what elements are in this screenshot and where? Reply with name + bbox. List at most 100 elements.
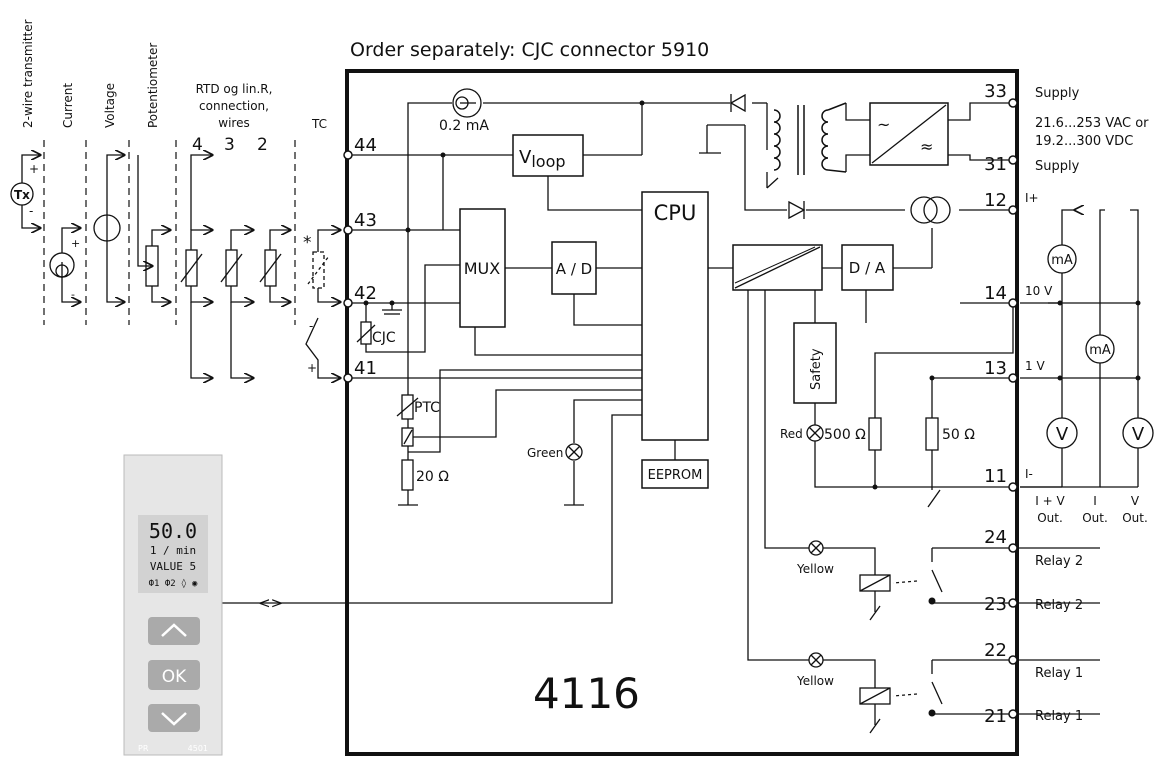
display-footer-right: 4501 (188, 744, 208, 753)
label-potentiometer: Potentiometer (146, 43, 160, 128)
supply-bottom-label: Supply (1035, 159, 1080, 174)
label-rtd-line3: wires (218, 116, 249, 130)
cpu-block (641, 191, 709, 441)
terminal-31-label: 31 (984, 154, 1007, 175)
yellow-led-relay1-label: Yellow (796, 674, 834, 688)
label-tc: TC (311, 117, 327, 131)
supply-range-dc: 19.2...300 VDC (1035, 134, 1133, 149)
r50-label: 50 Ω (942, 427, 975, 443)
safety-label: Safety (809, 348, 824, 390)
relay1-label-a: Relay 1 (1035, 666, 1083, 681)
vloop-block (512, 134, 584, 177)
output-1v: 1 V (1025, 359, 1045, 373)
terminal-12-label: 12 (984, 190, 1007, 211)
output-10v: 10 V (1025, 284, 1053, 298)
cjc-label: CJC (372, 330, 396, 346)
red-led-label: Red (780, 427, 803, 441)
terminal-42 (343, 298, 353, 308)
ok-button-label: OK (162, 667, 187, 687)
chevron-up-icon (161, 623, 187, 637)
terminal-22 (1008, 655, 1018, 665)
terminal-33-label: 33 (984, 81, 1007, 102)
yellow-led-relay1-icon (808, 652, 824, 668)
green-led-label: Green (527, 446, 563, 460)
terminal-13-label: 13 (984, 358, 1007, 379)
yellow-led-relay2-icon (808, 540, 824, 556)
relay1-label-b: Relay 1 (1035, 709, 1083, 724)
v-meter-1 (1046, 417, 1078, 449)
transformer-symbol (773, 102, 847, 175)
green-led-icon (565, 443, 583, 461)
terminal-23 (1008, 598, 1018, 608)
r500-label: 500 Ω (824, 427, 866, 443)
tx-label: Tx (14, 188, 30, 202)
ma-meter-1 (1047, 244, 1077, 274)
terminal-31 (1008, 155, 1018, 165)
rtd-symbols (180, 155, 290, 378)
display-status-icons: Ф1 Ф2 ◊ ◉ (149, 578, 198, 589)
ad-label: A / D (556, 260, 592, 278)
terminal-23-label: 23 (984, 594, 1007, 615)
out-col2-line1: I (1093, 494, 1097, 508)
cpu-label: CPU (654, 201, 697, 225)
terminal-21 (1008, 709, 1018, 719)
current-plus: + (71, 237, 80, 250)
label-rtd-line2: connection, (199, 99, 269, 113)
output-i-plus: I+ (1025, 191, 1039, 205)
eeprom-label: EEPROM (648, 468, 703, 483)
chevron-down-icon (161, 712, 187, 726)
internal-wiring (222, 102, 1014, 734)
diodes (729, 93, 806, 220)
ok-button[interactable] (148, 660, 200, 690)
potentiometer-symbol (137, 155, 170, 302)
v-meter-2 (1122, 417, 1154, 449)
tc-symbol (305, 230, 340, 378)
label-current: Current (61, 83, 75, 128)
device-frame (345, 69, 1019, 756)
ac-symbol: ~ (877, 115, 890, 134)
model-number: 4116 (533, 669, 640, 718)
label-2wire-transmitter: 2-wire transmitter (21, 19, 35, 128)
current-source-02ma (452, 88, 482, 118)
tx-plus: + (29, 162, 39, 176)
out-col3-line2: Out. (1122, 511, 1148, 525)
supply-range-ac: 21.6...253 VAC or (1035, 116, 1149, 131)
r20-label: 20 Ω (416, 469, 449, 485)
output-i-minus: I- (1025, 467, 1033, 481)
ma-meter-2-label: mA (1089, 343, 1111, 358)
relay2-label-a: Relay 2 (1035, 554, 1083, 569)
tc-star: * (303, 233, 312, 253)
supply-top-label: Supply (1035, 86, 1080, 101)
eeprom-block (641, 459, 709, 489)
resistor-50 (925, 417, 939, 451)
display-footer-left: PR (138, 744, 149, 753)
da-block (841, 244, 894, 291)
v-meter-2-label: V (1132, 424, 1145, 445)
label-voltage: Voltage (103, 83, 117, 128)
vloop-label: Vloop (519, 147, 566, 171)
terminal-33 (1008, 98, 1018, 108)
terminal-22-label: 22 (984, 640, 1007, 661)
mux-block (459, 208, 506, 328)
terminal-43 (343, 225, 353, 235)
ptc-label: PTC (414, 400, 440, 416)
display-link-arrows: <> (258, 594, 283, 612)
up-button[interactable] (148, 617, 200, 645)
down-button[interactable] (148, 704, 200, 732)
out-col1-line2: Out. (1037, 511, 1063, 525)
terminal-44-label: 44 (354, 135, 377, 156)
out-col1-line1: I + V (1035, 494, 1065, 508)
terminal-13 (1008, 373, 1018, 383)
out-col3-line1: V (1131, 494, 1140, 508)
current-source-symbol (49, 228, 80, 302)
da-label: D / A (849, 259, 886, 277)
terminal-21-label: 21 (984, 706, 1007, 727)
terminal-14 (1008, 298, 1018, 308)
out-col2-line2: Out. (1082, 511, 1108, 525)
current-02ma-label: 0.2 mA (439, 118, 489, 134)
terminal-14-label: 14 (984, 283, 1007, 304)
terminal-42-label: 42 (354, 283, 377, 304)
v-meter-1-label: V (1056, 424, 1069, 445)
relay2-label-b: Relay 2 (1035, 598, 1083, 613)
